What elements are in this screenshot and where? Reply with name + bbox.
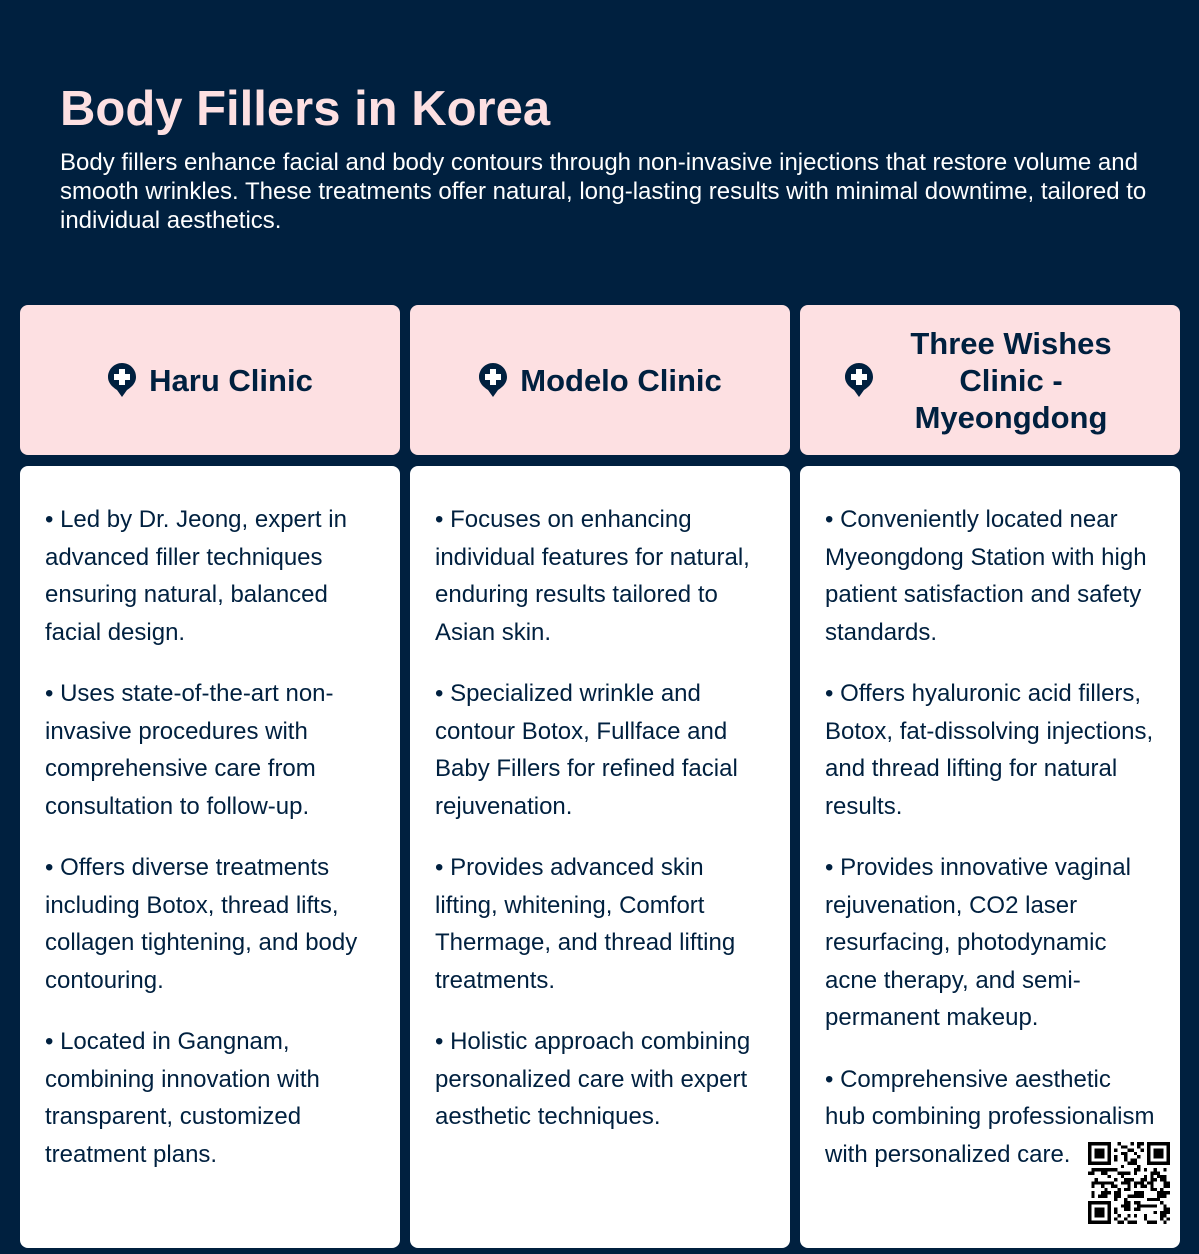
clinic-card-body: • Led by Dr. Jeong, expert in advanced f… [20,466,400,1248]
hero: Body Fillers in Korea Body fillers enhan… [60,80,1160,235]
clinic-point: • Uses state-of-the-art non-invasive pro… [45,680,334,820]
clinic-name: Three Wishes Clinic - Myeongdong [910,325,1112,435]
clinic-point: • Comprehensive aesthetic hub combining … [825,1065,1155,1168]
clinic-card-header: Three Wishes Clinic - Myeongdong [800,305,1180,455]
medical-location-pin-icon [844,362,874,398]
clinic-point: • Specialized wrinkle and contour Botox,… [435,680,738,820]
clinic-point: • Provides advanced skin lifting, whiten… [435,854,736,994]
qr-code [1088,1142,1170,1224]
clinic-point: • Provides innovative vaginal rejuvenati… [825,854,1131,1031]
clinic-point: • Offers hyaluronic acid fillers, Botox,… [825,680,1154,820]
clinic-card-header: Modelo Clinic [410,305,790,455]
medical-location-pin-icon [107,362,137,398]
clinic-card: Haru Clinic • Led by Dr. Jeong, expert in… [20,305,400,1248]
clinic-name: Modelo Clinic [520,362,722,398]
clinic-point: • Holistic approach combining personaliz… [435,1028,751,1130]
page-description: Body fillers enhance facial and body con… [60,149,1147,234]
clinic-point: • Located in Gangnam, combining innovati… [45,1028,320,1168]
clinic-card-body: • Focuses on enhancing individual featur… [410,466,790,1248]
clinic-card: Three Wishes Clinic - Myeongdong • Conven… [800,305,1180,1248]
clinic-card-body: • Conveniently located near Myeongdong S… [800,466,1180,1248]
clinic-point: • Led by Dr. Jeong, expert in advanced f… [45,506,347,646]
page-title: Body Fillers in Korea [60,82,551,136]
clinic-card-header: Haru Clinic [20,305,400,455]
medical-location-pin-icon [478,362,508,398]
clinic-point: • Offers diverse treatments including Bo… [45,854,358,994]
clinic-name: Haru Clinic [149,362,313,398]
clinic-point: • Conveniently located near Myeongdong S… [825,506,1147,646]
clinic-point: • Focuses on enhancing individual featur… [435,506,750,646]
clinic-card: Modelo Clinic • Focuses on enhancing indi… [410,305,790,1248]
